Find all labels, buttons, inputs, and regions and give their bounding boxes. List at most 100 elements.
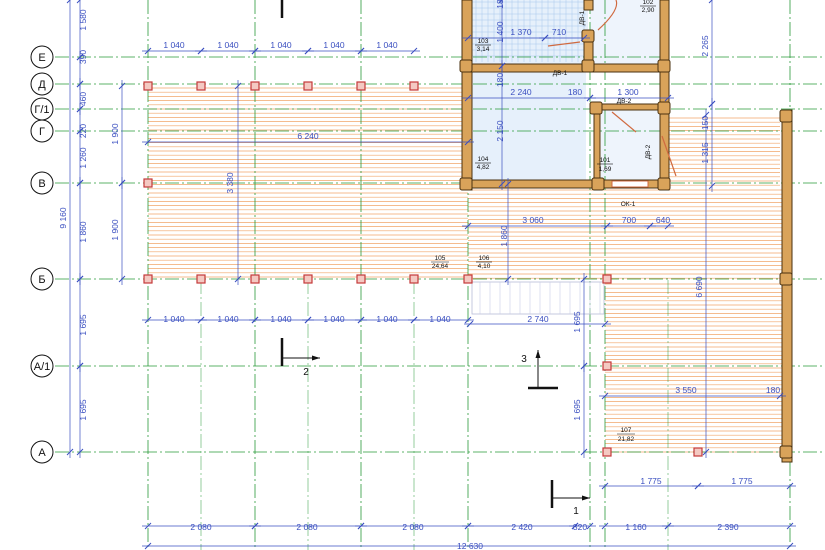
dim-tick [776,392,784,400]
section-marker-1: 1 [550,480,590,517]
axis-label: А/1 [34,361,51,373]
dim-text: 700 [622,215,636,225]
dim-text: 1 370 [510,27,532,37]
room-tag-105: 105 24,64 [431,255,449,270]
dimension-lines [66,0,796,550]
dim-text: 2 390 [717,522,739,532]
dim-text: 1 400 [495,21,505,43]
dim-text: 150 [700,116,710,130]
dim-tick [118,82,126,90]
door-leaf [547,41,581,47]
dim-text: 1 160 [625,522,647,532]
dim-tick [498,180,506,188]
post [196,81,206,91]
dim-tick [76,80,84,88]
dim-tick [197,47,205,55]
svg-text:107: 107 [621,427,632,434]
svg-text:24,64: 24,64 [432,263,449,270]
log-joint [779,272,793,286]
dim-tick [702,111,710,119]
dim-tick [76,105,84,113]
dim-tick [76,275,84,283]
wall-segment [781,109,793,463]
svg-text:102: 102 [643,0,654,6]
dim-tick [466,320,474,328]
room-tag-103: 103 3,14 [475,38,491,53]
dim-text: 1 040 [270,40,292,50]
svg-text:3: 3 [521,354,527,365]
dim-tick [410,316,418,324]
dim-text: 3 380 [225,172,235,194]
dim-tick [498,0,503,4]
dim-tick [357,522,365,530]
log-joint [779,445,793,459]
axis-label: Г [39,126,45,138]
dim-text: 1 040 [323,40,345,50]
dim-tick [601,482,609,490]
dim-tick [118,275,126,283]
dim-text: 1 695 [572,311,582,333]
room-tag-106: 106 4,10 [476,255,492,270]
dim-tick [664,222,672,230]
log-joint [589,101,603,115]
dim-tick [76,127,84,135]
dim-text: 220 [78,124,88,138]
dim-text: 390 [78,50,88,64]
wall-segment [461,63,593,73]
post [409,81,419,91]
dim-tick [144,542,152,550]
dim-tick [586,522,594,530]
dim-tick [464,94,472,102]
dim-tick [571,522,579,530]
dim-text: 1 900 [110,219,120,241]
dim-tick [118,179,126,187]
axis-bubble-d: Д [30,72,54,96]
window [611,180,649,188]
dim-text: 2 240 [510,87,532,97]
dim-text: 1 900 [110,123,120,145]
dim-tick [357,47,365,55]
log-joint [657,59,671,73]
axis-label: А [38,447,46,459]
dim-text: 180 [766,385,780,395]
post [356,81,366,91]
dim-tick [504,180,512,188]
dim-text: 320 [573,522,587,532]
dim-tick [708,182,716,190]
dim-text: 2 420 [511,522,533,532]
svg-text:106: 106 [479,255,490,262]
post [602,447,612,457]
door-mark: ДВ-1 [553,70,568,77]
room-tag-104: 104 4,82 [475,156,491,171]
svg-text:1,69: 1,69 [599,166,612,173]
svg-text:105: 105 [435,255,446,262]
svg-text:103: 103 [478,38,489,45]
dim-tick [601,522,609,530]
log-joint [779,109,793,123]
dim-tick [304,47,312,55]
post [250,274,260,284]
dim-text: 460 [78,92,88,106]
dim-text: 6 240 [297,131,319,141]
dim-text: 1 580 [78,9,88,31]
dim-text: 1 040 [217,40,239,50]
wall-segment [595,103,669,111]
dim-tick [76,448,84,456]
dim-text: 1 040 [376,314,398,324]
dim-text: 1 860 [499,225,509,247]
dim-tick [251,522,259,530]
dim-tick [66,448,74,456]
axis-bubble-a1: А/1 [30,354,54,378]
dim-tick [694,482,702,490]
log-joint [581,59,595,73]
post [303,274,313,284]
dim-tick [580,275,588,283]
dim-tick [504,275,512,283]
dim-text: 1 315 [700,142,710,164]
dim-text: 180 [568,87,582,97]
post [143,81,153,91]
door-swing [597,0,618,31]
room-fill [590,0,660,66]
dim-text: 180 [495,73,505,87]
dim-tick [586,94,594,102]
